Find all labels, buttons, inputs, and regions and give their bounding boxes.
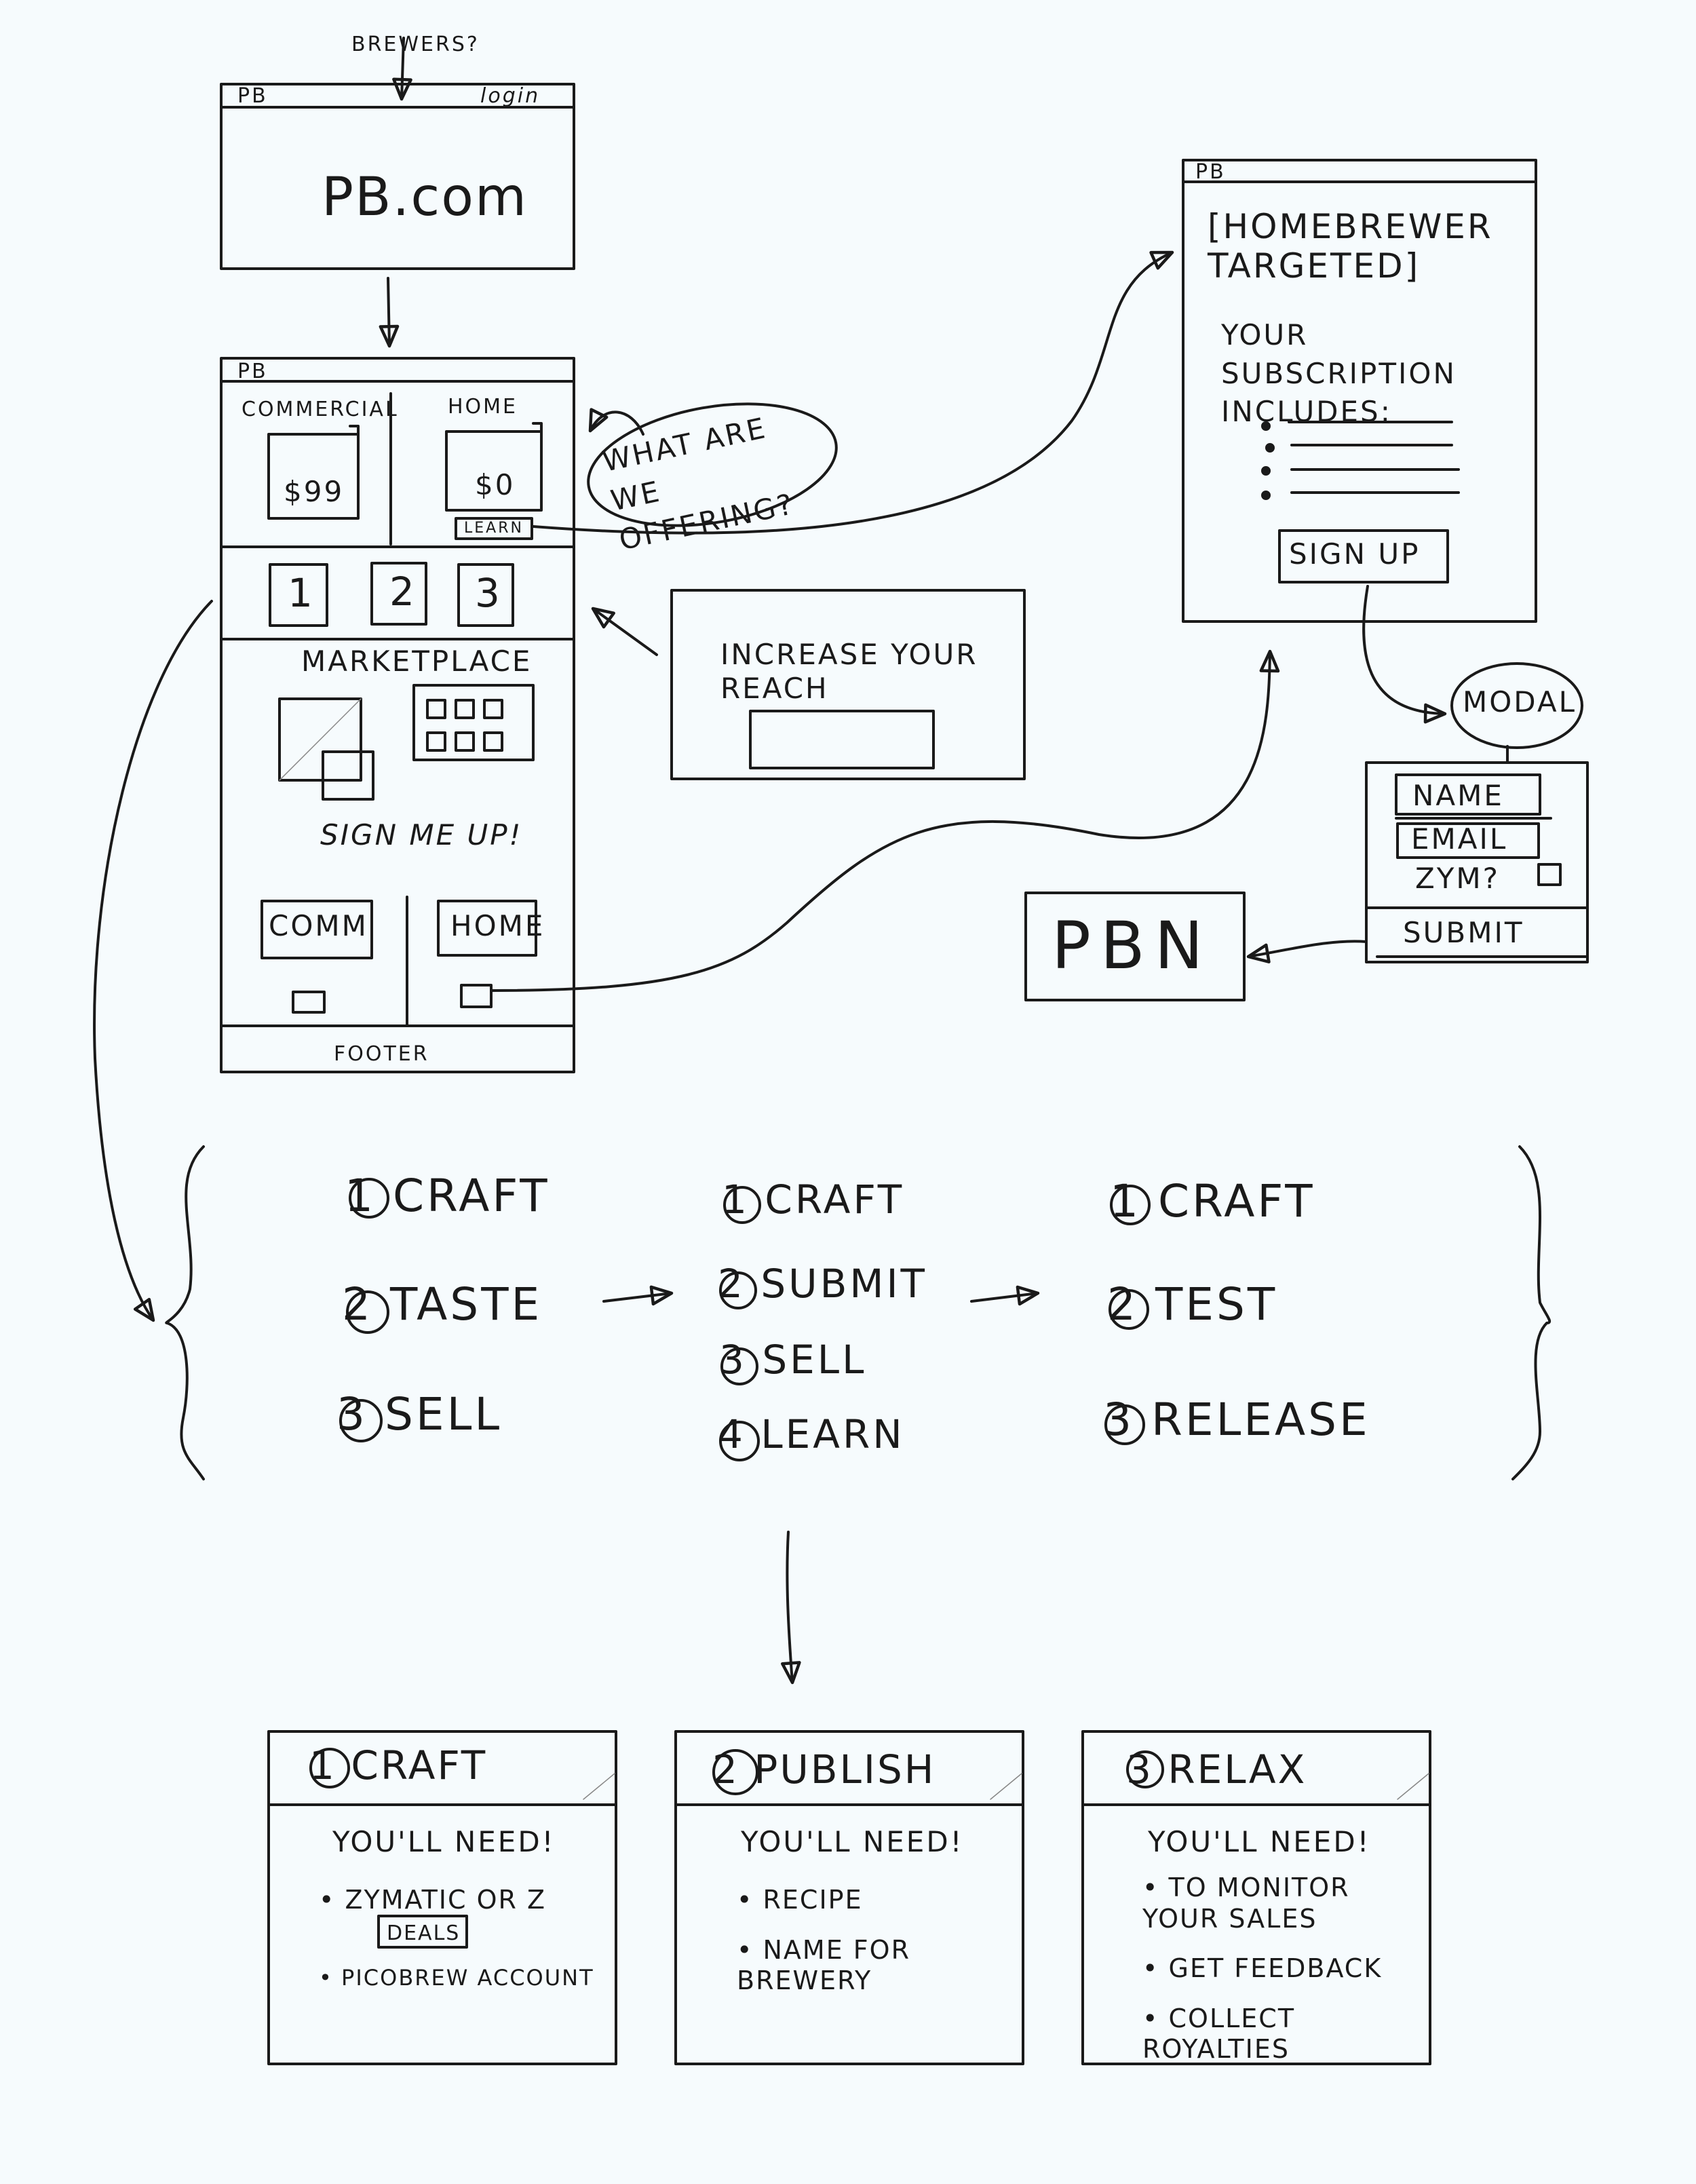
submit-to-pbn-arrow [1246, 940, 1368, 963]
landing-logo: PB [237, 84, 268, 108]
steps-to-process-arrow [93, 600, 213, 1322]
learn-button[interactable]: LEARN [464, 520, 524, 537]
brewers-note: BREWERS? [351, 33, 480, 56]
card-2-need: YOU'LL NEED! [741, 1825, 964, 1858]
step-box-2[interactable]: 2 [389, 569, 417, 615]
card-1-deals: DEALS [387, 1921, 461, 1945]
card-3-item-2: • GET FEEDBACK [1142, 1953, 1383, 1984]
sign-up-button[interactable]: SIGN UP [1289, 537, 1421, 571]
modal-form-frame [1365, 761, 1589, 963]
zym-checkbox-label: ZYM? [1415, 862, 1500, 895]
right-brace [1511, 1145, 1552, 1480]
reach-box-frame [670, 589, 1026, 780]
card-1-need: YOU'LL NEED! [332, 1825, 556, 1858]
name-field[interactable]: NAME [1412, 779, 1504, 812]
process-col3-step3: 3 RELEASE [1103, 1394, 1370, 1446]
process-col2-step2: 2 SUBMIT [718, 1261, 927, 1307]
pbn-label: PBN [1052, 908, 1213, 984]
card-1-item-2: • PICOBREW ACCOUNT [319, 1964, 594, 1991]
reach-input [749, 710, 935, 769]
card-2-item-1: • RECIPE [737, 1885, 863, 1915]
login-link[interactable]: login [480, 84, 541, 108]
modal-bubble [1450, 662, 1583, 749]
subscription-includes: YOUR SUBSCRIPTION INCLUDES: [1221, 318, 1457, 429]
process-col2-step4: 4 LEARN [718, 1411, 905, 1457]
modal-note: MODAL [1463, 685, 1577, 719]
home-to-subscription-arrow [490, 649, 1280, 992]
sign-me-up-prompt: SIGN ME UP! [320, 818, 523, 851]
card-3-need: YOU'LL NEED! [1148, 1825, 1371, 1858]
process-col2-step1: 1 CRAFT [722, 1176, 905, 1223]
submit-button[interactable]: SUBMIT [1403, 916, 1524, 949]
step-box-3[interactable]: 3 [475, 570, 502, 616]
brewers-arrow [392, 37, 412, 101]
landing-down-arrow [379, 277, 400, 348]
card-1-items: • ZYMATIC OR Z DEALS • PICOBREW ACCOUNT [319, 1885, 604, 2010]
card-3-item-3: • COLLECT ROYALTIES [1142, 2003, 1296, 2065]
learn-to-subscription-arrow [532, 250, 1174, 535]
comm-button[interactable]: COMM [269, 909, 368, 942]
process-arrow-2 [970, 1285, 1040, 1306]
reach-text: INCREASE YOUR REACH [720, 638, 978, 706]
commercial-price: $99 [284, 475, 345, 508]
landing-title: PB.com [322, 167, 528, 228]
process-to-cards-arrow [781, 1531, 801, 1685]
signup-to-modal-arrow [1362, 585, 1447, 724]
card-3-item-1: • TO MONITOR YOUR SALES [1142, 1873, 1350, 1934]
card-1-item-1: • ZYMATIC OR Z [319, 1885, 547, 1915]
process-col1-step3: 3 SELL [336, 1388, 503, 1440]
reach-arrow [591, 607, 658, 656]
card-3-items: • TO MONITOR YOUR SALES • GET FEEDBACK •… [1142, 1873, 1414, 2084]
card-2-item-2: • NAME FOR BREWERY [737, 1934, 910, 1996]
commercial-label: COMMERCIAL [242, 398, 399, 421]
card-2-title: 2 PUBLISH [712, 1746, 936, 1793]
home-page-logo: PB [237, 360, 268, 383]
pbn-box-frame [1024, 892, 1246, 1001]
process-col3-step2: 2 TEST [1107, 1278, 1278, 1330]
home-price: $0 [475, 468, 516, 501]
subscription-logo: PB [1195, 160, 1226, 184]
left-brace [165, 1145, 205, 1480]
home-page-wireframe-frame [220, 357, 575, 1073]
marketplace-title: MARKETPLACE [301, 645, 533, 678]
subscription-wireframe-frame [1182, 159, 1537, 623]
offering-arrow [588, 408, 644, 436]
offering-bubble [587, 402, 838, 527]
homebrewer-targeted: [HOMEBREWER TARGETED] [1208, 207, 1493, 286]
card-2-items: • RECIPE • NAME FOR BREWERY [737, 1885, 1008, 2016]
process-col3-step1: 1 CRAFT [1110, 1175, 1315, 1227]
email-field[interactable]: EMAIL [1411, 822, 1508, 856]
card-frames [267, 1730, 1431, 2065]
card-1-title: 1 CRAFT [309, 1742, 488, 1788]
home-button[interactable]: HOME [450, 909, 545, 942]
process-col2-step3: 3 SELL [719, 1337, 867, 1383]
process-arrow-1 [602, 1285, 674, 1306]
process-col1-step2: 2 TASTE [342, 1278, 543, 1330]
card-3-title: 3 RELAX [1126, 1746, 1307, 1793]
footer-label: FOOTER [334, 1042, 429, 1066]
process-col1-step1: 1 CRAFT [345, 1170, 550, 1222]
step-box-1[interactable]: 1 [288, 570, 315, 616]
home-label: HOME [448, 395, 518, 419]
